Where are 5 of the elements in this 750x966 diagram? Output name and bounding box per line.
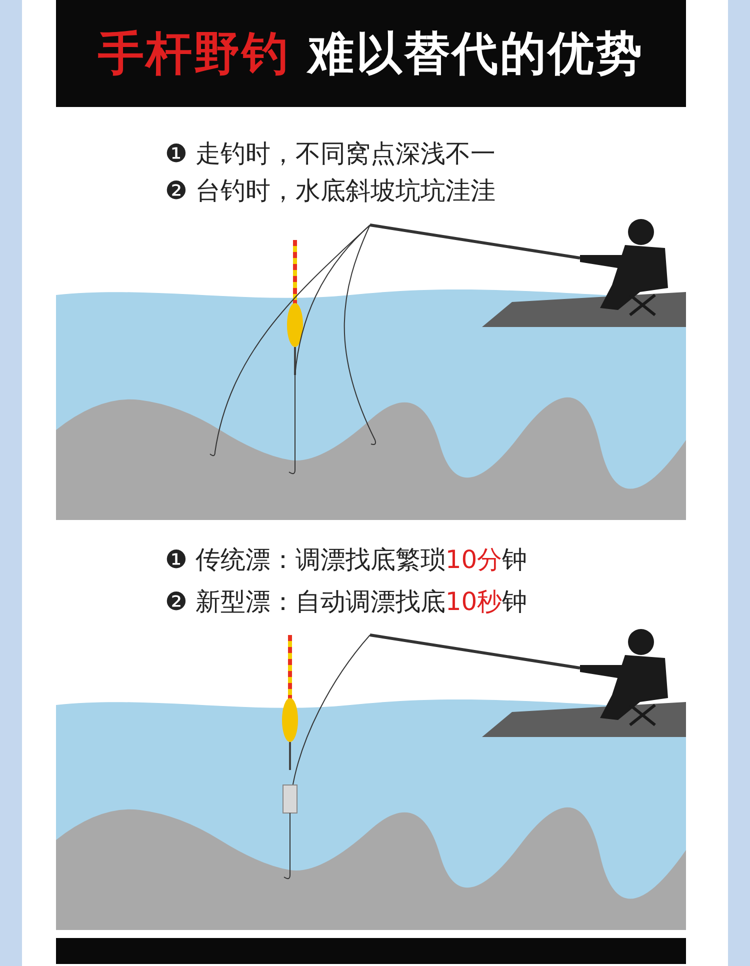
caption-text: ❷ 台钓时，水底斜坡坑坑洼洼 [165, 175, 496, 207]
caption-text: ❷ 新型漂：自动调漂找底10秒钟 [165, 586, 528, 618]
caption-text: ❶ 传统漂：调漂找底繁琐10分钟 [165, 544, 528, 576]
caption-text: ❶ 走钓时，不同窝点深浅不一 [165, 138, 496, 170]
title-banner: 手杆野钓 难以替代的优势 [56, 0, 686, 107]
